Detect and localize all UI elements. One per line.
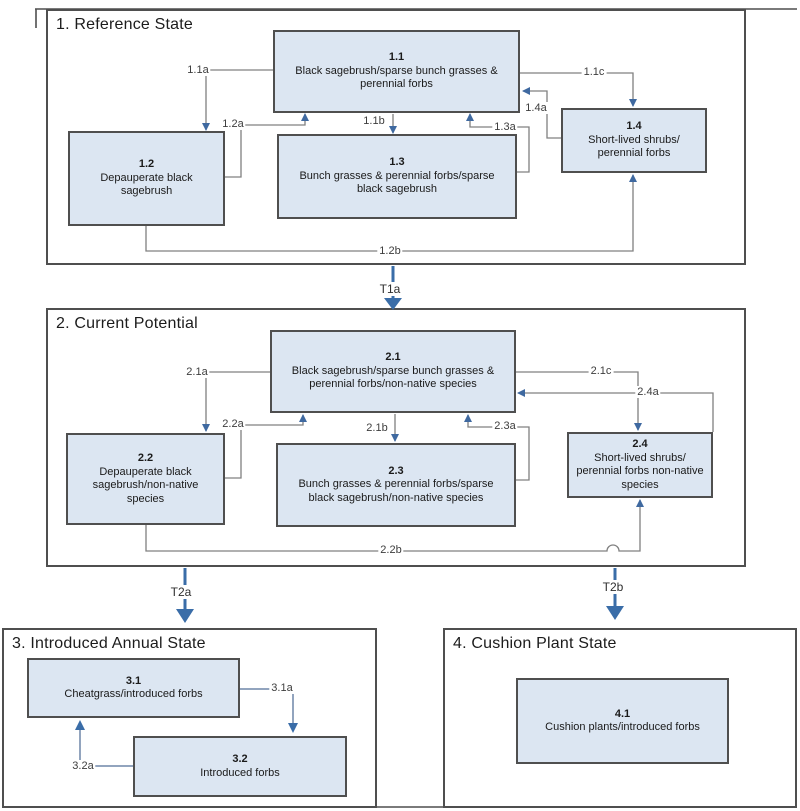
- pathway-label-2-2b: 2.2b: [378, 544, 404, 556]
- state-2-title: 2. Current Potential: [56, 315, 198, 332]
- pathway-label-1-2b: 1.2b: [377, 245, 403, 257]
- node-2-4-id: 2.4: [632, 438, 648, 450]
- node-3-1: 3.1 Cheatgrass/introduced forbs: [27, 658, 240, 718]
- pathway-label-1-4a: 1.4a: [523, 102, 549, 114]
- node-1-1-label: Black sagebrush/sparse bunch grasses & p…: [295, 64, 498, 91]
- transition-label-t2b: T2b: [600, 580, 626, 594]
- transition-label-t2a: T2a: [168, 585, 194, 599]
- pathway-label-1-1b: 1.1b: [361, 115, 387, 127]
- node-1-4-label: Short-lived shrubs/ perennial forbs: [588, 133, 680, 160]
- pathway-label-1-1c: 1.1c: [581, 66, 607, 78]
- node-1-1: 1.1 Black sagebrush/sparse bunch grasses…: [273, 30, 520, 113]
- pathway-label-3-2a: 3.2a: [70, 760, 96, 772]
- node-1-3-label: Bunch grasses & perennial forbs/sparse b…: [299, 169, 495, 196]
- transition-t2b-arrowhead-icon: [606, 606, 624, 620]
- node-2-4-label: Short-lived shrubs/ perennial forbs non-…: [576, 451, 704, 491]
- pathway-label-1-2a: 1.2a: [220, 118, 246, 130]
- node-1-2-id: 1.2: [138, 158, 155, 171]
- pathway-label-2-3a: 2.3a: [492, 420, 518, 432]
- node-2-1-id: 2.1: [385, 351, 401, 364]
- pathway-label-2-1a: 2.1a: [184, 366, 210, 378]
- node-1-4-id: 1.4: [626, 120, 642, 133]
- node-4-1-id: 4.1: [614, 707, 631, 720]
- node-2-3: 2.3 Bunch grasses & perennial forbs/spar…: [276, 443, 516, 527]
- node-4-1-label: Cushion plants/introduced forbs: [545, 721, 700, 733]
- pathway-label-2-1c: 2.1c: [588, 365, 614, 377]
- transition-t2a-arrowhead-icon: [176, 609, 194, 623]
- node-1-3: 1.3 Bunch grasses & perennial forbs/spar…: [277, 134, 517, 219]
- node-1-2-label: Depauperate black sagebrush: [100, 171, 193, 198]
- node-2-2-id: 2.2: [137, 452, 154, 464]
- pathway-label-2-4a: 2.4a: [635, 386, 661, 398]
- node-2-3-label: Bunch grasses & perennial forbs/sparse b…: [298, 478, 494, 504]
- node-2-4: 2.4 Short-lived shrubs/ perennial forbs …: [567, 432, 713, 498]
- node-2-2: 2.2 Depauperate black sagebrush/non-nati…: [66, 433, 225, 525]
- node-1-4: 1.4 Short-lived shrubs/ perennial forbs: [561, 108, 707, 173]
- pathway-label-2-2a: 2.2a: [220, 418, 246, 430]
- state-1-title: 1. Reference State: [56, 16, 194, 33]
- node-1-2: 1.2 Depauperate black sagebrush: [68, 131, 225, 226]
- state-4-title: 4. Cushion Plant State: [453, 635, 617, 652]
- node-3-2: 3.2 Introduced forbs: [133, 736, 347, 797]
- node-2-1: 2.1 Black sagebrush/sparse bunch grasses…: [270, 330, 516, 413]
- node-2-2-label: Depauperate black sagebrush/non-native s…: [92, 465, 199, 505]
- pathway-label-2-1b: 2.1b: [364, 422, 390, 434]
- node-2-1-label: Black sagebrush/sparse bunch grasses & p…: [291, 364, 495, 391]
- transition-label-t1a: T1a: [377, 282, 403, 296]
- node-3-2-id: 3.2: [232, 753, 248, 765]
- pathway-label-1-3a: 1.3a: [492, 121, 518, 133]
- pathway-label-1-1a: 1.1a: [185, 64, 211, 76]
- pathway-label-3-1a: 3.1a: [269, 682, 295, 694]
- node-2-3-id: 2.3: [388, 464, 404, 477]
- state-3-title: 3. Introduced Annual State: [12, 635, 206, 652]
- node-1-3-id: 1.3: [389, 156, 405, 169]
- node-1-1-id: 1.1: [388, 51, 405, 64]
- node-3-2-label: Introduced forbs: [200, 766, 280, 779]
- node-4-1: 4.1 Cushion plants/introduced forbs: [516, 678, 729, 764]
- node-3-1-label: Cheatgrass/introduced forbs: [64, 688, 203, 700]
- node-3-1-id: 3.1: [125, 674, 142, 687]
